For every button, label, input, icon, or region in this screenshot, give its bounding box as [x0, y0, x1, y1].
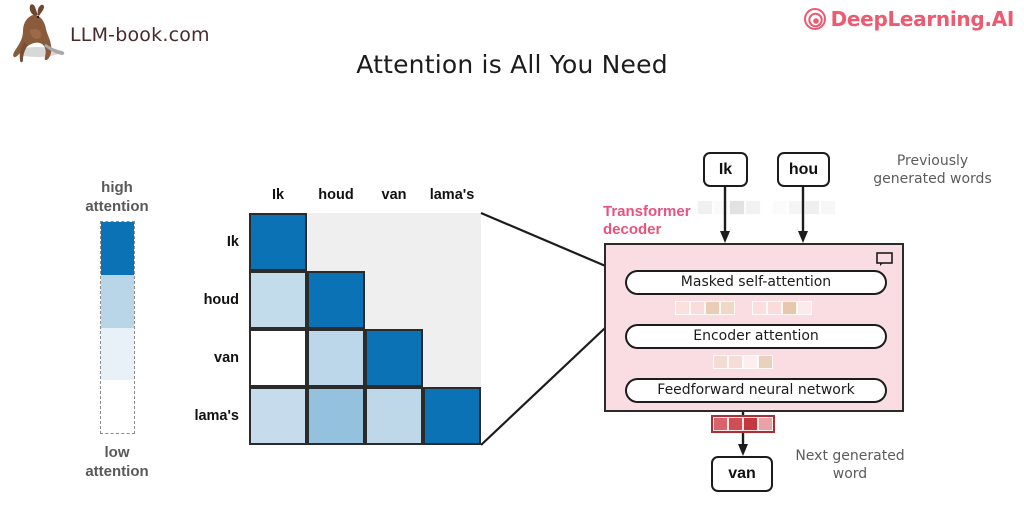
input-token-strip-0 [697, 200, 761, 215]
token-cell [772, 200, 788, 215]
token-cell [758, 355, 773, 369]
transformer-decoder-label: Transformer decoder [603, 203, 691, 239]
decoder-label-line1: Transformer [603, 203, 691, 220]
kangaroo-logo-icon [13, 4, 65, 63]
token-cell [728, 355, 743, 369]
feedforward-block[interactable]: Feedforward neural network [625, 378, 887, 403]
matrix-cell [365, 387, 423, 445]
legend-segment-0 [101, 222, 134, 275]
matrix-cell [249, 329, 307, 387]
token-cell [743, 355, 758, 369]
encoder-token-strip [713, 355, 773, 369]
next-note-line2: word [832, 466, 868, 482]
matrix-row-label: lama's [194, 408, 239, 424]
token-cell [713, 417, 728, 431]
encoder-attention-label: Encoder attention [693, 328, 819, 344]
matrix-cell [423, 387, 481, 445]
input-word-label-1: hou [788, 161, 819, 178]
speech-bubble-icon[interactable] [876, 252, 893, 266]
token-cell [690, 301, 705, 315]
prev-note-line2: generated words [873, 171, 992, 187]
input-token-strip-1 [772, 200, 836, 215]
legend-high-line1: high [101, 179, 133, 196]
matrix-column-label: van [381, 187, 407, 203]
output-word-label: van [728, 465, 756, 482]
matrix-cell [307, 329, 365, 387]
input-word-box-0[interactable]: Ik [703, 152, 748, 187]
legend-segment-2 [101, 327, 134, 381]
token-cell [788, 200, 804, 215]
token-cell [782, 301, 797, 315]
transformer-decoder-box: Masked self-attention Encoder attention … [604, 243, 904, 412]
token-cell [743, 417, 758, 431]
matrix-column-label: lama's [429, 187, 475, 203]
legend-low-line1: low [104, 444, 130, 461]
deeplearning-brand-text: DeepLearning.AI [830, 7, 1015, 31]
page-title: Attention is All You Need [356, 50, 668, 79]
token-cell [745, 200, 761, 215]
matrix-cell [249, 213, 307, 271]
output-word-box[interactable]: van [711, 456, 773, 492]
matrix-cell [307, 271, 365, 329]
token-cell [804, 200, 820, 215]
token-cell [728, 417, 743, 431]
deeplearning-brand[interactable]: DeepLearning.AI [803, 7, 1015, 31]
previously-generated-note: Previously generated words [850, 152, 1015, 188]
legend-high-line2: attention [85, 198, 149, 215]
prev-note-line1: Previously [896, 153, 969, 169]
matrix-column-label: Ik [271, 187, 285, 203]
token-cell [729, 200, 745, 215]
attention-color-legend [100, 221, 135, 434]
deeplearning-spiral-icon [803, 8, 826, 30]
feedforward-label: Feedforward neural network [657, 382, 855, 398]
token-cell [720, 301, 735, 315]
token-cell [767, 301, 782, 315]
decoder-label-line2: decoder [603, 221, 662, 238]
token-cell [758, 417, 773, 431]
matrix-masked-region [423, 329, 481, 387]
matrix-cell [249, 387, 307, 445]
token-cell [713, 355, 728, 369]
legend-low-label: low attention [42, 443, 192, 481]
token-cell [820, 200, 836, 215]
output-token-strip [711, 415, 775, 433]
matrix-row-label: van [214, 350, 239, 366]
token-cell [752, 301, 767, 315]
matrix-masked-region [307, 213, 481, 271]
llm-book-brand[interactable]: LLM-book.com [8, 2, 210, 68]
matrix-masked-region [365, 271, 481, 329]
masked-self-attention-block[interactable]: Masked self-attention [625, 270, 887, 295]
input-word-label-0: Ik [718, 161, 733, 178]
next-generated-note: Next generated word [780, 447, 920, 483]
matrix-cell [249, 271, 307, 329]
legend-segment-1 [101, 274, 134, 328]
next-note-line1: Next generated [795, 448, 905, 464]
input-word-box-1[interactable]: hou [777, 152, 830, 187]
token-cell [797, 301, 812, 315]
token-cell [705, 301, 720, 315]
legend-segment-3 [101, 380, 134, 433]
token-cell [675, 301, 690, 315]
llm-book-brand-text: LLM-book.com [70, 24, 210, 46]
encoder-attention-block[interactable]: Encoder attention [625, 324, 887, 349]
token-cell [713, 200, 729, 215]
matrix-row-label: houd [203, 292, 239, 308]
matrix-cell [307, 387, 365, 445]
mid-token-strip-0 [675, 301, 735, 315]
matrix-row-label: Ik [226, 234, 239, 250]
matrix-cell [365, 329, 423, 387]
legend-low-line2: attention [85, 463, 149, 480]
token-cell [697, 200, 713, 215]
mid-token-strip-1 [752, 301, 812, 315]
legend-high-label: high attention [42, 178, 192, 216]
masked-self-attention-label: Masked self-attention [680, 274, 832, 290]
matrix-column-label: houd [318, 187, 354, 203]
